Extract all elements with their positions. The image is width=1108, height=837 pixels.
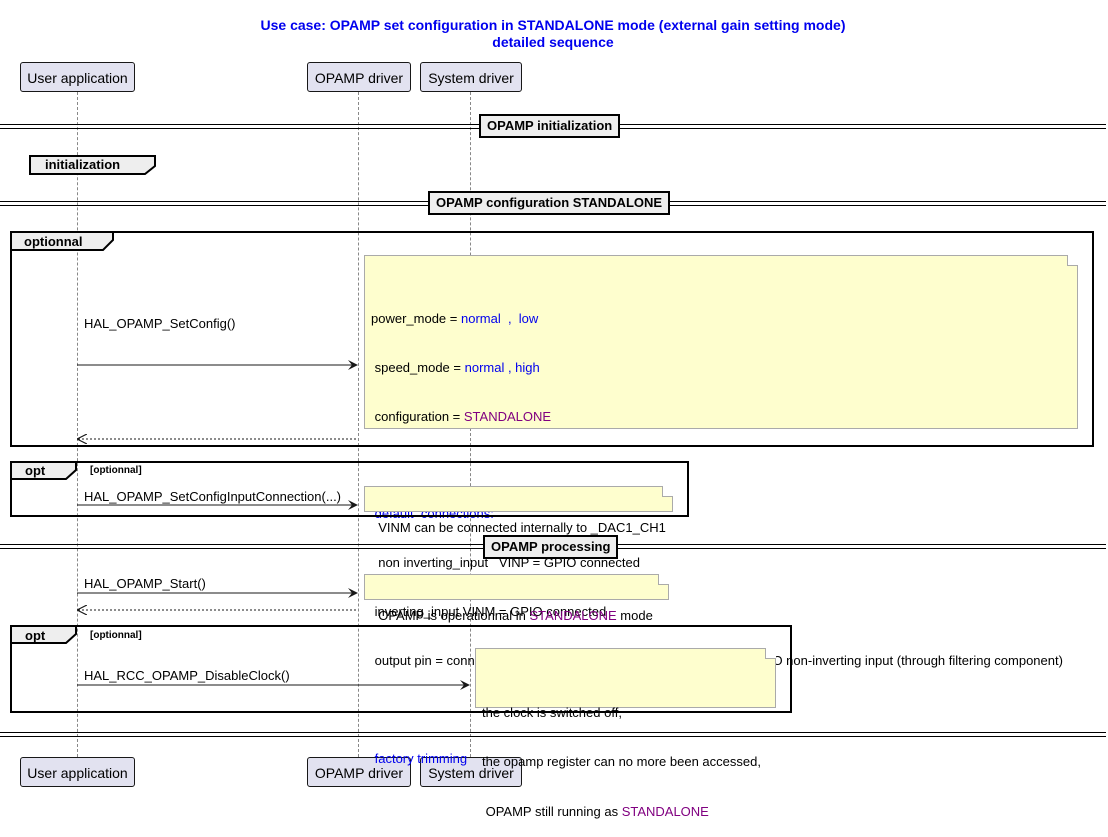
- note-power-mode-values: normal , low: [460, 310, 539, 326]
- participant-system-driver-top[interactable]: System driver: [420, 62, 522, 92]
- note-speed-mode-label: speed_mode =: [371, 359, 465, 375]
- message-hal-rcc-opamp-disableclock[interactable]: HAL_RCC_OPAMP_DisableClock(): [84, 668, 290, 683]
- participant-opamp-driver-top[interactable]: OPAMP driver: [307, 62, 411, 92]
- group-optionnal-frame: [10, 231, 1094, 447]
- lifeline-opamp-driver: [358, 92, 359, 757]
- note-clock-line3-value: STANDALONE: [621, 803, 709, 819]
- note-opamp-operational-value: STANDALONE: [529, 608, 617, 623]
- note-vinm-dac: VINM can be connected internally to _DAC…: [364, 486, 673, 535]
- note-fold-corner: [662, 486, 673, 497]
- message-hal-opamp-setconfig[interactable]: HAL_OPAMP_SetConfig(): [84, 316, 236, 331]
- note-clock-line3-prefix: OPAMP still running as: [482, 803, 622, 819]
- note-vinm-dac-text: VINM can be connected internally to _DAC…: [378, 520, 666, 535]
- message-hal-opamp-setconfiginputconnection[interactable]: HAL_OPAMP_SetConfigInputConnection(...): [84, 489, 342, 504]
- participant-system-driver-bottom[interactable]: System driver: [420, 757, 522, 787]
- group-opt-tag-1: opt: [25, 463, 46, 478]
- divider-line-end: [0, 732, 1106, 737]
- note-opamp-operational: OPAMP is operationnal in STANDALONE mode: [364, 574, 669, 623]
- note-power-mode-label: power_mode =: [371, 310, 461, 326]
- divider-opamp-configuration-standalone: OPAMP configuration STANDALONE: [428, 191, 671, 215]
- note-opamp-operational-prefix: OPAMP is operationnal in: [378, 608, 530, 623]
- group-opt-tag-2: opt: [25, 628, 46, 643]
- diagram-subtitle: detailed sequence: [492, 34, 614, 50]
- lifeline-user-application: [77, 92, 78, 757]
- note-configuration-value: STANDALONE: [463, 408, 552, 424]
- group-1-tab-svg: [10, 231, 114, 251]
- note-clock-line2: the opamp register can no more been acce…: [482, 754, 761, 769]
- participant-user-application-top[interactable]: User application: [20, 62, 135, 92]
- note-fold-corner: [658, 574, 669, 585]
- note-speed-mode-values: normal , high: [464, 359, 540, 375]
- group-opt-frame-1: [10, 461, 689, 517]
- group-opt-condition-2: [optionnal]: [90, 630, 142, 641]
- note-inverting-input: inverting_input VINM = GPIO connected: [371, 604, 1071, 620]
- divider-opamp-processing: OPAMP processing: [483, 535, 619, 559]
- note-factory-trimming: factory trimming: [371, 750, 468, 766]
- note-fold-corner: [1067, 255, 1078, 266]
- participant-opamp-driver-bottom[interactable]: OPAMP driver: [307, 757, 411, 787]
- participant-user-application-bottom[interactable]: User application: [20, 757, 135, 787]
- group-2-tab-svg: [10, 461, 77, 480]
- group-opt-frame-2: [10, 625, 792, 713]
- note-configuration-label: configuration =: [371, 408, 464, 424]
- group-optionnal-tag: optionnal: [24, 234, 83, 249]
- ref-frame-svg: [29, 155, 156, 175]
- group-opt-condition-1: [optionnal]: [90, 465, 142, 476]
- diagram-title: Use case: OPAMP set configuration in STA…: [260, 17, 846, 33]
- message-arrows-svg: [77, 360, 470, 690]
- ref-initialization-label[interactable]: initialization: [45, 157, 121, 172]
- message-hal-opamp-start[interactable]: HAL_OPAMP_Start(): [84, 576, 206, 591]
- note-opamp-operational-suffix: mode: [616, 608, 653, 623]
- note-clock-line1: the clock is switched off,: [482, 704, 622, 720]
- note-fold-corner: [765, 648, 776, 659]
- divider-opamp-initialization: OPAMP initialization: [479, 114, 621, 138]
- group-3-tab-svg: [10, 625, 77, 644]
- ref-initialization-frame: [29, 155, 156, 175]
- note-non-inverting-input: non inverting_input VINP = GPIO connecte…: [371, 555, 640, 571]
